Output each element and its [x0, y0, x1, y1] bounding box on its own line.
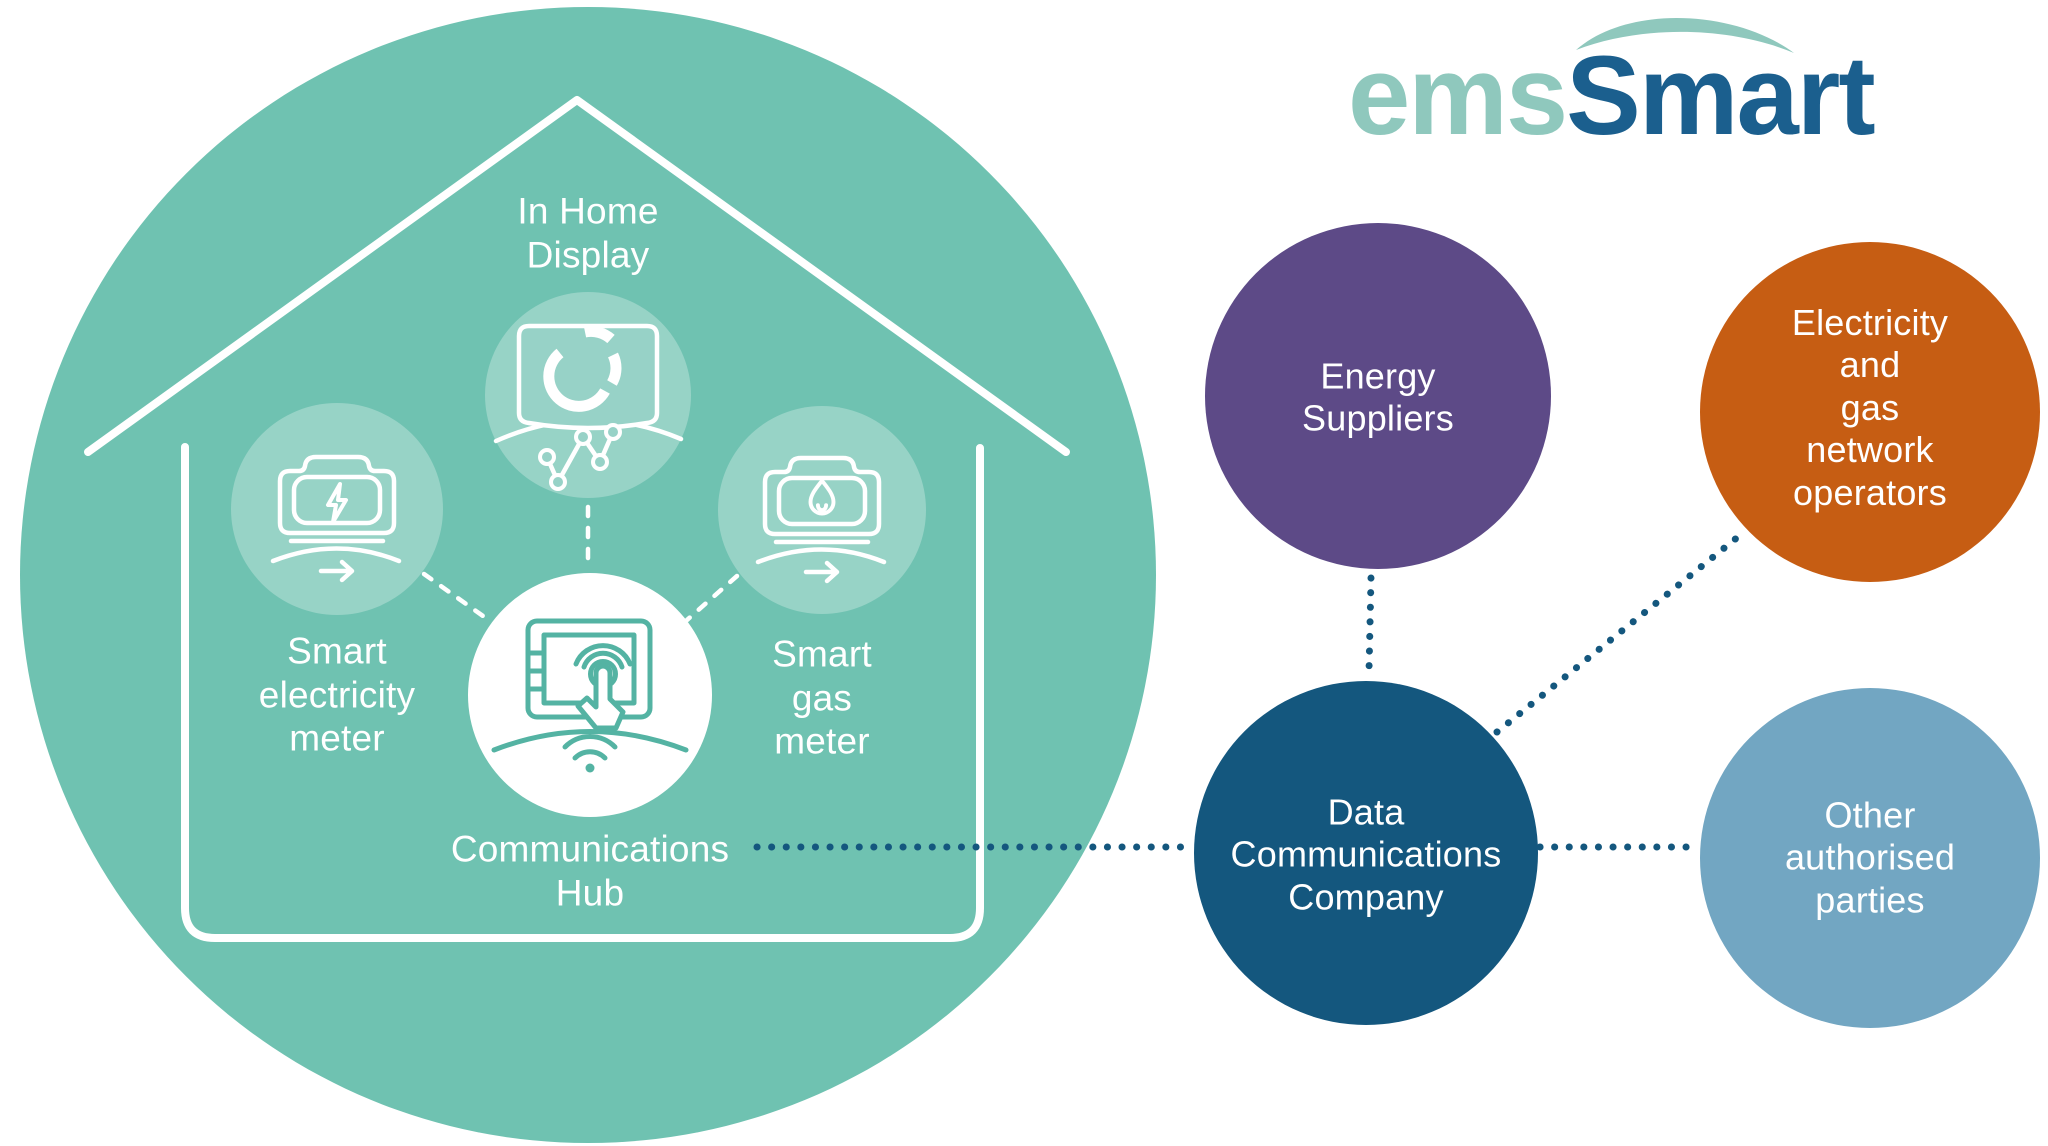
flame-icon — [808, 478, 836, 516]
touch-ripple-inner — [581, 650, 625, 670]
logo-text-smart: Smart — [1566, 33, 1875, 158]
touch-ripple-outer — [573, 643, 633, 667]
network-operators-label: Electricity and gas network operators — [1791, 301, 1949, 513]
house-dashed-links — [421, 504, 740, 624]
donut-segment-main — [543, 348, 610, 412]
display-with-donut-chart-icon — [493, 323, 684, 491]
smart-electricity-meter-label: Smart electricity meter — [258, 630, 416, 759]
house-roof — [84, 96, 1070, 456]
in-home-display-label: In Home Display — [517, 190, 659, 275]
network-dotted-links — [753, 528, 1748, 851]
meter-arc — [270, 546, 402, 564]
gas-meter-flame-icon — [755, 455, 887, 584]
donut-segment-right — [607, 352, 622, 386]
line-graph-dots — [538, 423, 622, 491]
smart-gas-meter-label: Smart gas meter — [772, 633, 872, 762]
logo-text-ems: ems — [1348, 33, 1568, 158]
tablet-side-buttons — [525, 650, 547, 692]
meter-arc — [755, 547, 887, 565]
meter-screen — [291, 474, 383, 526]
donut-chart-icon — [543, 325, 622, 412]
donut-segment-top — [583, 325, 615, 344]
swoosh-arc-icon — [1576, 18, 1794, 53]
meter-casing — [277, 454, 397, 536]
link-gas-meter-to-hub — [684, 573, 740, 623]
electricity-meter-lightning-icon — [270, 454, 402, 583]
communications-hub-label: Communications Hub — [450, 828, 730, 913]
data-communications-company-node — [1194, 681, 1538, 1025]
arrow-right-icon — [803, 560, 840, 584]
display-screen — [516, 323, 660, 431]
energy-suppliers-node — [1205, 223, 1551, 569]
lightning-bolt-icon — [326, 482, 348, 524]
touchscreen-tablet-wifi-icon — [491, 618, 689, 773]
link-electricity-meter-to-hub — [421, 571, 493, 624]
meter-screen — [776, 475, 868, 527]
house-walls — [181, 443, 984, 942]
meter-casing — [762, 455, 882, 537]
other-authorised-parties-node — [1700, 688, 2040, 1028]
emssmart-logo: emsSmart — [1348, 40, 1876, 152]
link-network-operators-to-dcc — [1493, 528, 1748, 736]
arrow-right-icon — [318, 559, 355, 583]
pointing-hand-icon — [575, 663, 626, 731]
network-operators-node — [1700, 242, 2040, 582]
link-energy-suppliers-to-dcc — [1365, 574, 1375, 675]
house-outline — [84, 96, 1070, 942]
energy-suppliers-label: Energy Suppliers — [1302, 355, 1454, 439]
other-authorised-parties-label: Other authorised parties — [1784, 794, 1956, 921]
hub-base-arc — [491, 729, 689, 753]
data-communications-company-label: Data Communications Company — [1230, 791, 1502, 918]
communications-hub-circle — [468, 573, 712, 817]
wifi-icon — [562, 734, 618, 773]
